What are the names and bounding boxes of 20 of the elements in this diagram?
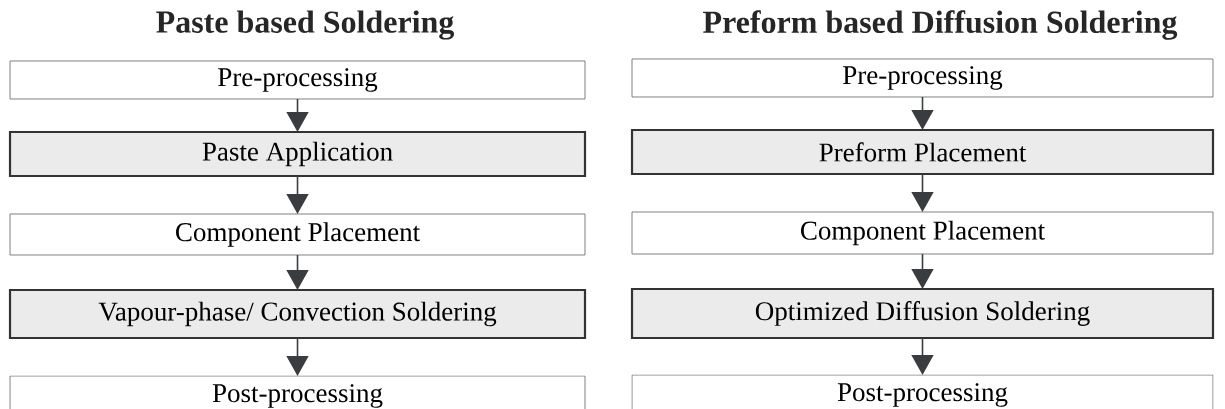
highlighted-step-box: Preform Placement xyxy=(630,128,1215,176)
arrow xyxy=(911,96,934,130)
arrow xyxy=(286,254,309,290)
process-box: Pre-processing xyxy=(9,60,586,100)
arrow xyxy=(286,98,309,132)
process-box: Post-processing xyxy=(631,374,1214,409)
process-box: Post-processing xyxy=(9,375,586,409)
arrow xyxy=(911,173,934,212)
highlighted-step-box: Paste Application xyxy=(8,130,587,178)
process-box: Pre-processing xyxy=(631,58,1214,98)
highlighted-step-box: Vapour-phase/ Convection Soldering xyxy=(8,288,587,340)
arrow xyxy=(286,175,309,214)
process-box: Component Placement xyxy=(631,211,1214,255)
column-heading: Paste based Soldering xyxy=(156,10,455,40)
column-heading: Preform based Diffusion Soldering xyxy=(703,10,1178,40)
highlighted-step-box: Optimized Diffusion Soldering xyxy=(630,287,1215,340)
arrow xyxy=(911,337,934,375)
arrow xyxy=(286,337,309,376)
arrow xyxy=(911,253,934,289)
process-box: Component Placement xyxy=(9,213,586,256)
